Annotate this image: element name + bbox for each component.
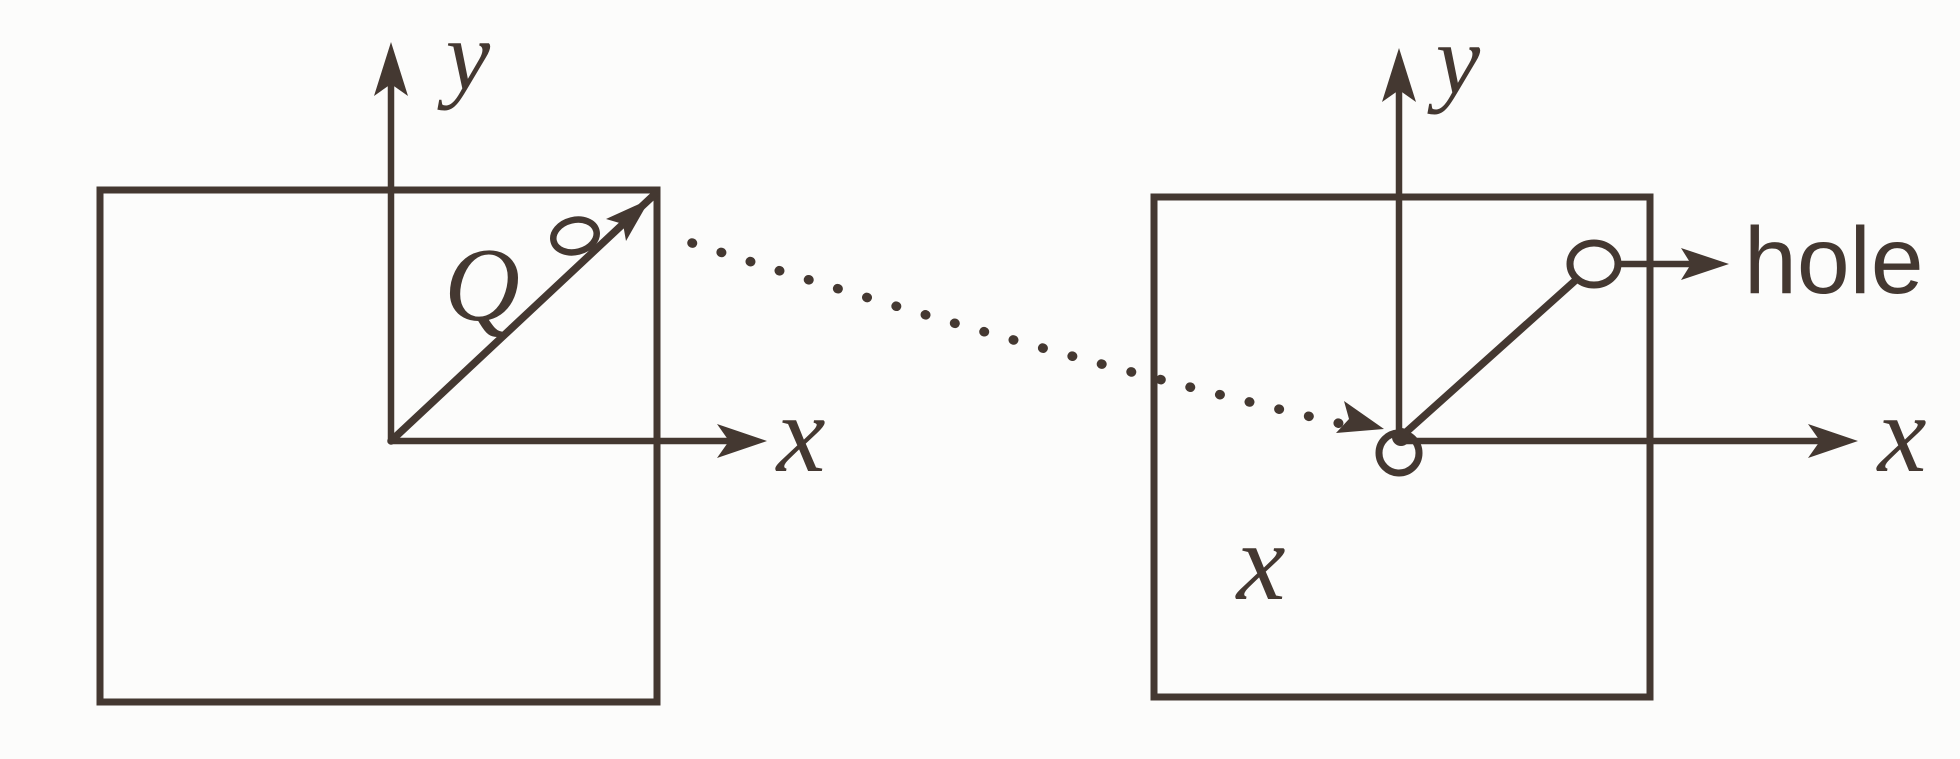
trajectory-dotted-line: [687, 238, 1347, 429]
left-y-axis-arrowhead: [374, 42, 408, 96]
origin-junction-dot: [1392, 428, 1410, 446]
right-x-axis-label: x: [1876, 373, 1927, 495]
hole-pointer-arrowhead: [1681, 248, 1729, 280]
left-diagonal-arrowhead: [606, 199, 650, 241]
hole-label: hole: [1744, 208, 1924, 314]
left-figure: [96, 74, 732, 706]
charge-circle: [550, 216, 600, 256]
hole-circle: [1566, 239, 1622, 289]
right-x-axis-arrowhead: [1808, 424, 1858, 458]
stroke-layer: [96, 74, 1822, 706]
trajectory-arrowhead: [1336, 401, 1384, 433]
plate-position-label: x: [1235, 501, 1286, 623]
arrowhead-layer: [374, 42, 1858, 458]
right-figure: [1150, 80, 1822, 701]
label-layer: y x Q y x hole x: [437, 0, 1927, 623]
left-plate-outline: [96, 186, 661, 706]
right-y-axis-label: y: [1427, 4, 1481, 115]
left-diagonal-line: [387, 191, 658, 445]
left-x-axis-label: x: [775, 373, 826, 495]
right-y-axis-arrowhead: [1382, 48, 1416, 102]
right-diagonal-line: [1400, 275, 1581, 438]
left-x-axis-arrowhead: [717, 424, 767, 458]
charge-label: Q: [444, 226, 520, 343]
left-y-axis-label: y: [437, 0, 491, 111]
